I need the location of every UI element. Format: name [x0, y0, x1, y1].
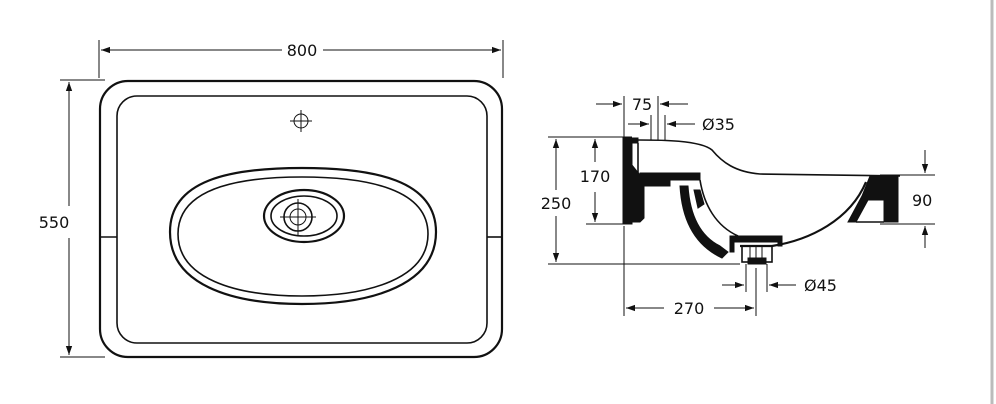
- bowl-outer: [168, 166, 438, 306]
- overflow-inlet: [693, 189, 705, 209]
- height250-label: 250: [541, 194, 572, 213]
- front-rim-profile: [847, 175, 899, 223]
- side-view: 75 Ø35 250 170 90 Ø45 270: [541, 95, 935, 318]
- tap-offset-label: 75: [632, 95, 652, 114]
- deck-top-curve: [637, 139, 901, 177]
- drain-inner: [270, 195, 338, 237]
- top-view: 800 550: [39, 40, 504, 359]
- bowl-depth-label: 90: [912, 191, 932, 210]
- waste-tail: [747, 257, 767, 265]
- width-label: 800: [287, 41, 318, 60]
- tap-hole-marker: [651, 175, 657, 183]
- tap-hole-label: Ø35: [702, 115, 735, 134]
- depth-label: 550: [39, 213, 70, 232]
- waste-flange: [729, 235, 783, 253]
- wall-bracket-back: [622, 137, 639, 225]
- bowl-inner: [177, 176, 429, 297]
- waste-offset-label: 270: [674, 299, 705, 318]
- bowl-outer-curve: [740, 181, 868, 248]
- drain-outer: [262, 188, 346, 244]
- overflow-channel: [679, 185, 729, 259]
- basin-outer-outline: [98, 79, 504, 359]
- basin-inner-rim: [116, 95, 488, 344]
- rim-support-left: [639, 172, 701, 187]
- waste-label: Ø45: [804, 276, 837, 295]
- bowl-inner-curve: [699, 179, 739, 237]
- height170-label: 170: [580, 167, 611, 186]
